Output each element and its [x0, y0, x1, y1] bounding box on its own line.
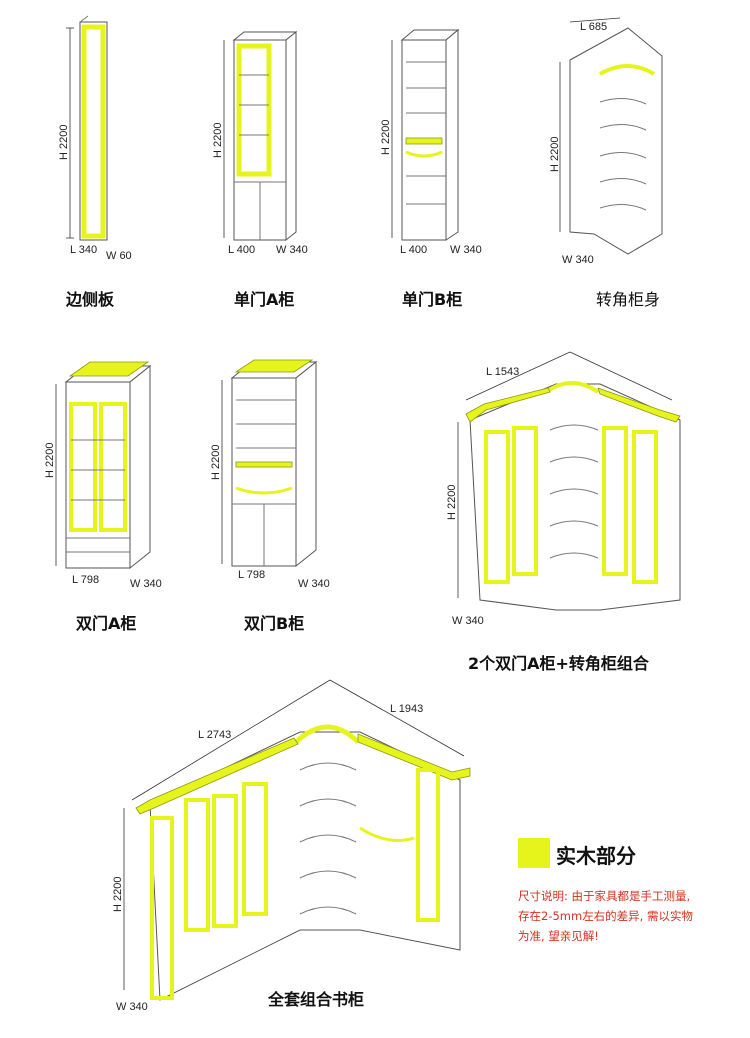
- dim-height: H 2200: [44, 443, 56, 478]
- double-door-a-drawing: H 2200 L 798 W 340: [44, 361, 162, 590]
- dim-height: H 2200: [446, 485, 458, 520]
- dim-width: W 340: [562, 254, 594, 266]
- dim-width: W 340: [130, 578, 162, 590]
- dim-width: W 340: [298, 578, 330, 590]
- dim-length: L 340: [70, 244, 97, 256]
- dim-height: H 2200: [212, 123, 224, 158]
- dim-height: H 2200: [380, 120, 392, 155]
- dim-length: L 798: [238, 569, 265, 581]
- full-set-drawing: L 2743 L 1943 H 2200 W 340: [112, 679, 471, 1013]
- dim-width: W 340: [452, 615, 484, 627]
- dim-width: W 60: [106, 250, 132, 262]
- single-door-b-drawing: H 2200 L 400 W 340: [380, 28, 482, 256]
- dim-width: W 340: [116, 1001, 148, 1013]
- note-line-2: 存在2-5mm左右的差异, 需以实物: [518, 909, 693, 923]
- dim-height: H 2200: [210, 445, 222, 480]
- corner-body-drawing: L 685 H 2200 W 340: [549, 17, 663, 266]
- size-note: 尺寸说明: 由于家具都是手工测量, 存在2-5mm左右的差异, 需以实物 为准,…: [518, 886, 693, 946]
- dim-length-left: L 2743: [198, 729, 231, 741]
- caption-single-door-a: 单门A柜: [234, 290, 295, 309]
- caption-single-door-b: 单门B柜: [402, 290, 463, 309]
- dim-length: L 400: [228, 244, 255, 256]
- solid-wood-swatch: [518, 838, 550, 868]
- legend-label: 实木部分: [556, 844, 636, 868]
- dim-height: H 2200: [58, 125, 70, 160]
- caption-full-set: 全套组合书柜: [268, 990, 365, 1009]
- single-door-a-drawing: H 2200 L 400 W 340: [212, 30, 308, 256]
- dim-length-right: L 1943: [390, 703, 423, 715]
- caption-corner-body: 转角柜身: [596, 290, 661, 309]
- caption-double-door-a: 双门A柜: [76, 614, 137, 633]
- dim-length: L 798: [72, 574, 99, 586]
- dim-width: W 340: [450, 244, 482, 256]
- note-line-1: 尺寸说明: 由于家具都是手工测量,: [518, 889, 691, 903]
- side-panel-drawing: H 2200 L 340 W 60: [58, 15, 132, 262]
- double-door-b-drawing: H 2200 L 798 W 340: [210, 359, 330, 590]
- caption-combo: 2个双门A柜+转角柜组合: [468, 654, 649, 673]
- combo-small-drawing: L 1543 H 2200 W 340: [446, 351, 681, 627]
- note-line-3: 为准, 望亲见解!: [518, 929, 599, 943]
- dim-width: W 340: [276, 244, 308, 256]
- caption-double-door-b: 双门B柜: [244, 614, 305, 633]
- dim-length: L 400: [400, 244, 427, 256]
- dim-height: H 2200: [112, 877, 124, 912]
- dim-height: H 2200: [549, 137, 561, 172]
- dim-length: L 685: [580, 21, 607, 33]
- caption-side-panel: 边侧板: [66, 290, 115, 309]
- dim-length: L 1543: [486, 366, 519, 378]
